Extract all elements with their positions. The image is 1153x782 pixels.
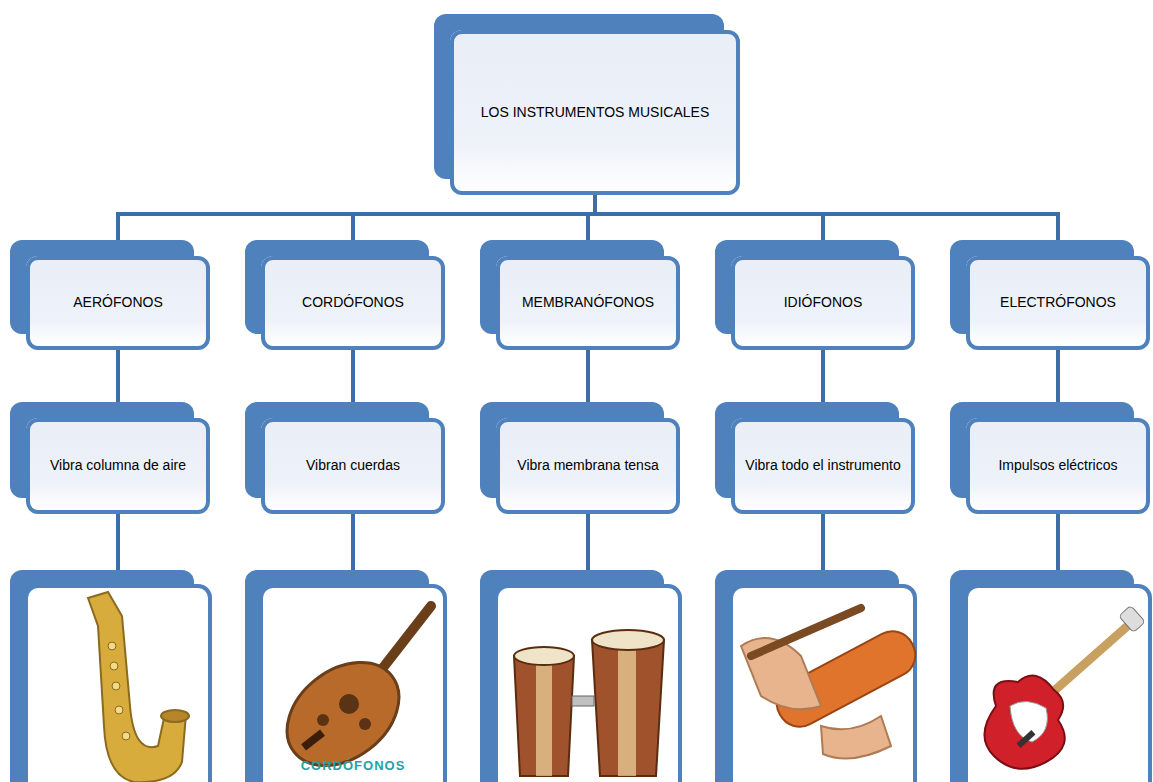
hand xyxy=(821,716,891,759)
description-box: Vibra todo el instrumento xyxy=(731,418,915,514)
saxophone-body xyxy=(88,592,186,782)
node-label: IDIÓFONOS xyxy=(784,294,863,312)
category-box: CORDÓFONOS xyxy=(261,256,445,350)
leader-line xyxy=(1056,512,1060,572)
saxophone-key xyxy=(122,732,130,740)
description-box: Vibra columna de aire xyxy=(26,418,210,514)
node-label: CORDÓFONOS xyxy=(302,294,404,312)
node-label: Impulsos eléctricos xyxy=(998,457,1117,475)
frame-front xyxy=(496,586,680,782)
oud-picture xyxy=(267,606,431,782)
saxophone-picture xyxy=(88,592,189,782)
leader-line xyxy=(116,512,120,572)
guitar-picture xyxy=(984,605,1145,768)
node-label: LOS INSTRUMENTOS MUSICALES xyxy=(481,104,709,122)
leader-line xyxy=(821,512,825,572)
guitar-bridge xyxy=(1017,730,1036,748)
tree-connector xyxy=(1056,350,1060,418)
frame-front xyxy=(966,586,1150,782)
bongos-picture xyxy=(514,630,664,776)
description-box: Vibra membrana tensa xyxy=(496,418,680,514)
node-label: ELECTRÓFONOS xyxy=(1000,294,1116,312)
saxophone-key xyxy=(112,682,120,690)
tree-connector xyxy=(586,350,590,418)
picture-caption: CORDÓFONOS xyxy=(261,758,445,773)
leader-line xyxy=(586,512,590,572)
bongo-stripe xyxy=(536,656,552,776)
tree-connector xyxy=(595,195,823,256)
node-label: Vibra membrana tensa xyxy=(517,457,658,475)
saxophone-bell xyxy=(161,710,189,722)
bongo-shell xyxy=(592,640,664,776)
guiro-picture xyxy=(741,608,923,759)
bongo-stripe xyxy=(618,640,636,776)
node-label: Vibra columna de aire xyxy=(50,457,186,475)
guitar-body xyxy=(984,676,1064,769)
frame-front xyxy=(261,586,445,782)
root-box: LOS INSTRUMENTOS MUSICALES xyxy=(450,30,740,195)
picture-frames xyxy=(10,570,1150,782)
hand xyxy=(741,638,821,709)
description-box: Impulsos eléctricos xyxy=(966,418,1150,514)
guitar-neck xyxy=(1046,622,1132,698)
guiro-stick xyxy=(751,608,861,656)
saxophone-key xyxy=(110,662,118,670)
node-label: Vibran cuerdas xyxy=(306,457,400,475)
tree-connector xyxy=(595,195,1058,256)
tree-connector xyxy=(353,195,595,256)
oud-rosette xyxy=(317,714,329,726)
tree-connector xyxy=(118,195,595,256)
oud-bridge xyxy=(301,729,325,750)
description-box: Vibran cuerdas xyxy=(261,418,445,514)
oud-rosette xyxy=(359,718,371,730)
picture-leaders xyxy=(118,512,1058,572)
oud-rosette xyxy=(339,694,359,714)
guitar-head xyxy=(1119,605,1146,632)
frame-front xyxy=(26,586,210,782)
bongo-bracket xyxy=(572,696,594,706)
category-box: AERÓFONOS xyxy=(26,256,210,350)
bongo-head xyxy=(592,630,664,650)
node-label: AERÓFONOS xyxy=(73,294,162,312)
saxophone-key xyxy=(115,706,123,714)
category-box: MEMBRANÓFONOS xyxy=(496,256,680,350)
tree-connector xyxy=(116,350,120,418)
saxophone-key xyxy=(108,642,116,650)
tree-connector xyxy=(351,350,355,418)
bongo-shell xyxy=(514,656,574,776)
tree-connector xyxy=(821,350,825,418)
category-box: ELECTRÓFONOS xyxy=(966,256,1150,350)
bongo-head xyxy=(514,647,574,665)
node-label: Vibra todo el instrumento xyxy=(745,457,900,475)
category-box: IDIÓFONOS xyxy=(731,256,915,350)
node-label: MEMBRANÓFONOS xyxy=(522,294,654,312)
leader-line xyxy=(351,512,355,572)
